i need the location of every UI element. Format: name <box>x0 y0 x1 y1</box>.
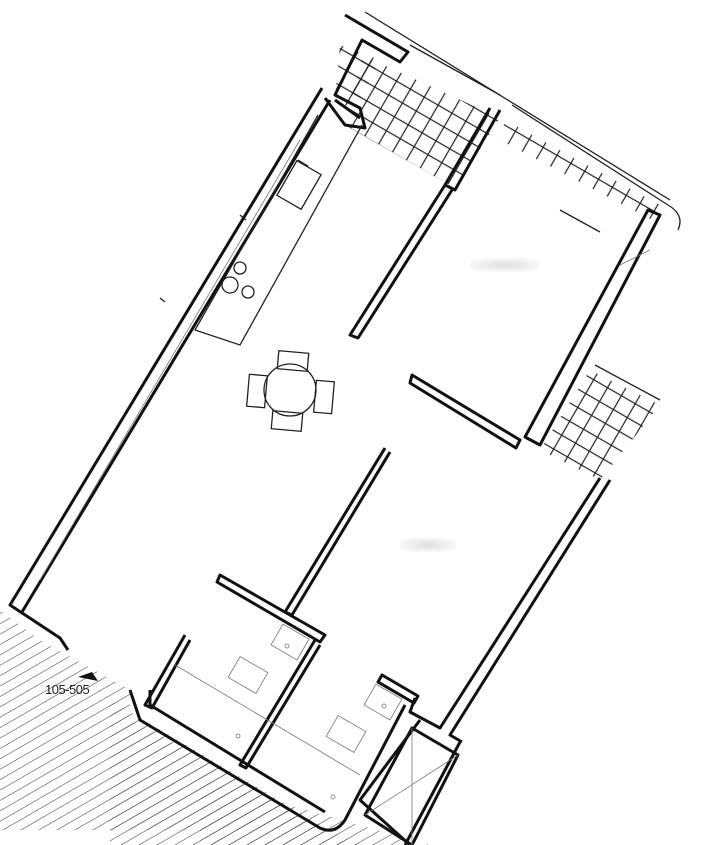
bathroom-fixtures <box>174 623 403 800</box>
entry-arrow-icon <box>78 672 98 681</box>
dining-table <box>245 350 336 432</box>
room-label-bedroom-blurred <box>470 258 540 272</box>
balcony-north <box>335 45 660 220</box>
sink-icon <box>275 159 323 211</box>
cooktop-burner-icon <box>233 261 247 275</box>
facade-lines <box>39 139 651 581</box>
hatched-ground <box>0 610 430 845</box>
room-label-room-blurred <box>400 538 456 552</box>
kitchen-counter <box>194 114 363 346</box>
balcony-rails <box>364 11 681 401</box>
unit-number-label: 105-505 <box>45 682 90 697</box>
shaft <box>363 726 460 845</box>
balcony-east <box>540 370 660 480</box>
interior-walls <box>143 98 522 770</box>
